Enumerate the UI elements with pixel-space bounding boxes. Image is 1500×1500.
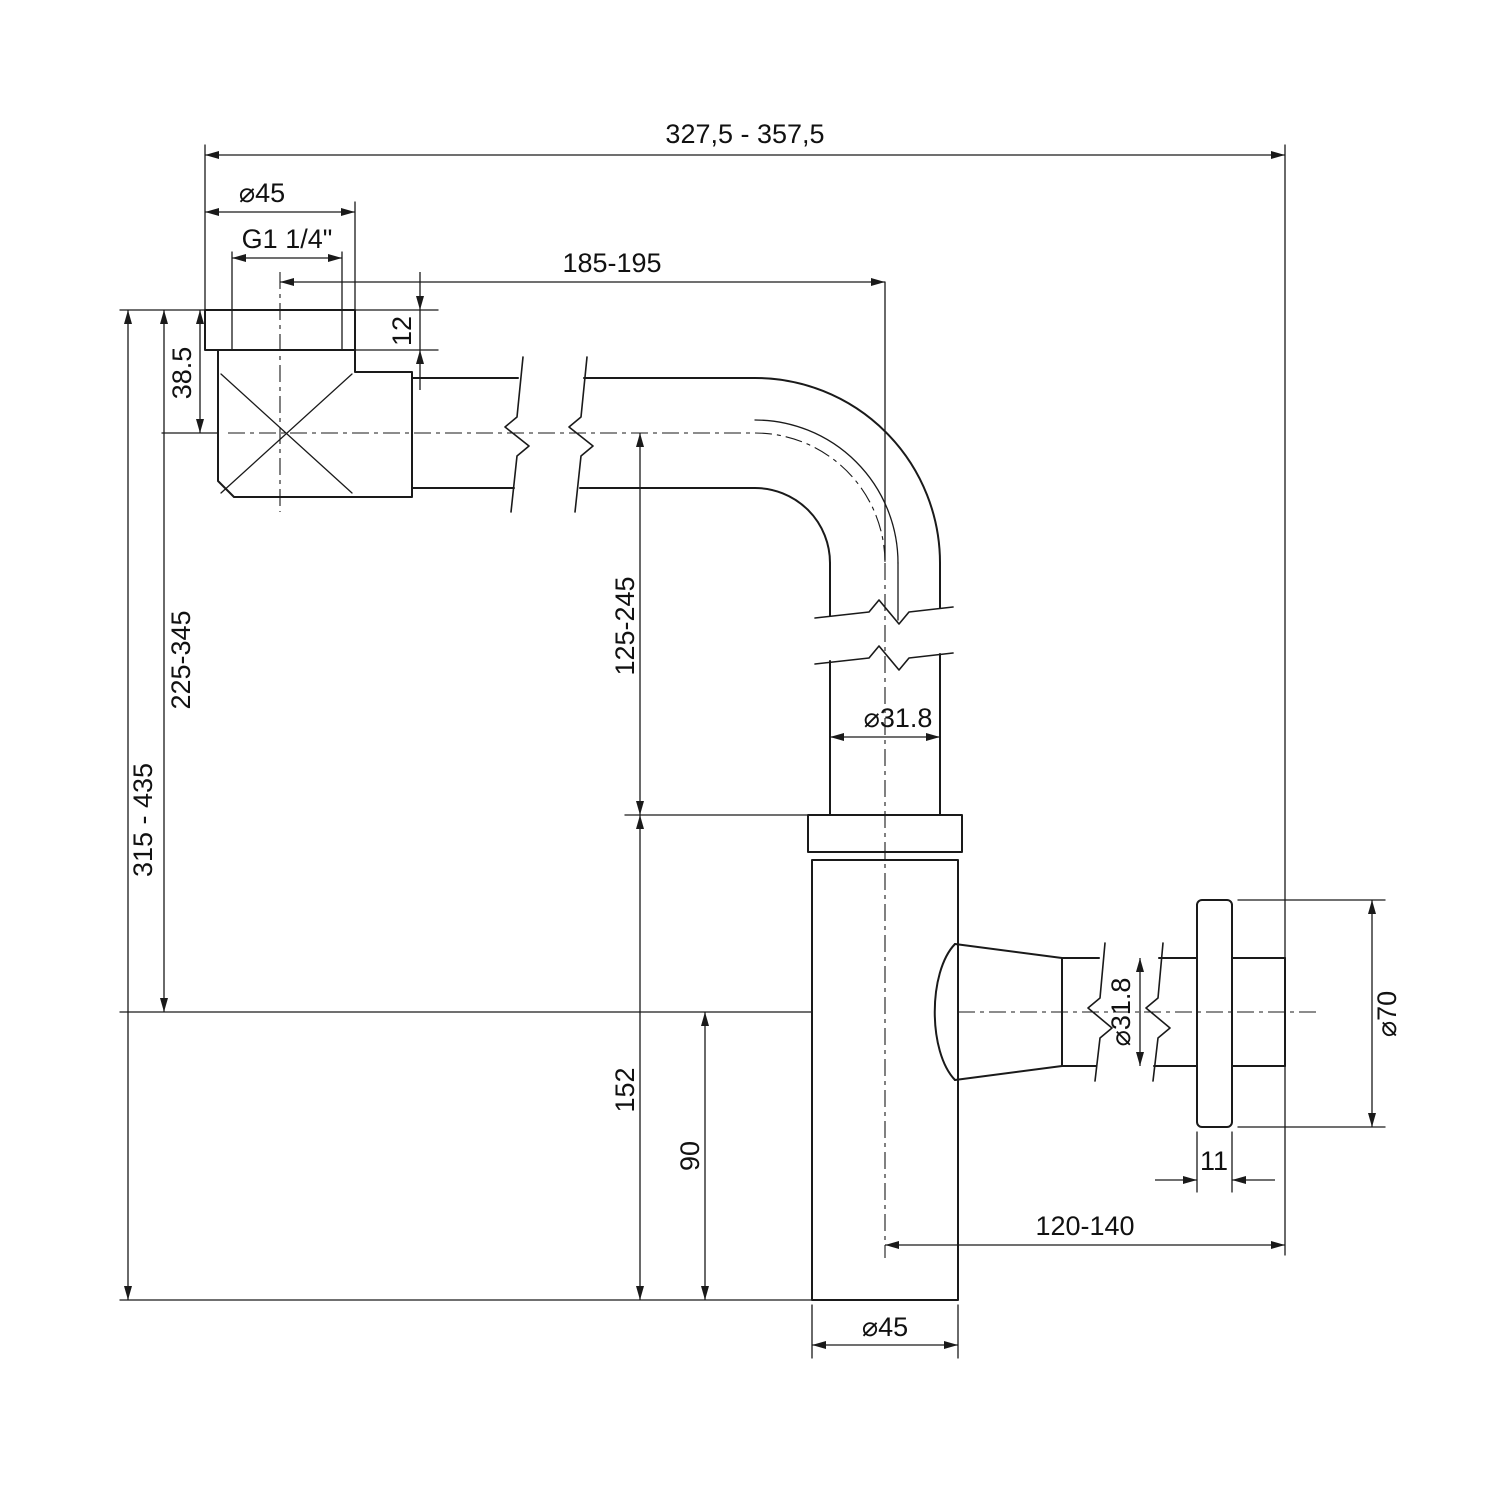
dim-total-width: 327,5 - 357,5 xyxy=(665,119,824,149)
dim-body-height: 152 xyxy=(610,1067,640,1112)
outlet-cone-bottom xyxy=(954,1065,1063,1081)
inlet-elbow-assembly xyxy=(204,251,413,498)
vpipe-break-line xyxy=(814,645,954,671)
dim-flange-height: 12 xyxy=(387,316,417,346)
dim-wall-flange-dia: ⌀70 xyxy=(1372,991,1402,1037)
outlet-cone-top xyxy=(954,943,1063,959)
dim-height-to-outlet-center: 225-345 xyxy=(166,610,196,709)
dim-body-dia: ⌀45 xyxy=(862,1312,908,1342)
vpipe-break-line xyxy=(814,599,954,625)
pipe-break-line xyxy=(568,356,594,513)
bend-inner-arc xyxy=(754,487,831,564)
dim-tube-length: 125-245 xyxy=(610,576,640,675)
wall-flange-disc xyxy=(1196,899,1233,1128)
elbow-body xyxy=(217,349,413,498)
outlet-break-line xyxy=(1087,942,1113,1082)
inner-tube-arc xyxy=(754,419,899,564)
dim-inlet-thread: G1 1/4" xyxy=(242,224,333,254)
dim-horizontal-offset: 185-195 xyxy=(562,248,661,278)
outlet-cone-bulge xyxy=(933,943,956,1081)
dim-outlet-center-height: 90 xyxy=(675,1141,705,1171)
elbow-cross-line xyxy=(220,373,353,494)
outlet-break-line xyxy=(1145,942,1171,1082)
bend-centerline xyxy=(754,432,886,564)
pipe-break-line xyxy=(504,356,530,513)
dim-outlet-tube-dia: ⌀31.8 xyxy=(1106,978,1136,1047)
dim-outlet-length: 120-140 xyxy=(1035,1211,1134,1241)
dim-wall-flange-thickness: 11 xyxy=(1200,1146,1228,1176)
bend-outer-arc xyxy=(754,377,941,564)
dim-total-height: 315 - 435 xyxy=(128,763,158,877)
connecting-pipe xyxy=(411,356,954,816)
dim-inlet-flange-dia: ⌀45 xyxy=(239,178,285,208)
dim-inlet-depth: 38.5 xyxy=(167,347,197,400)
dim-tube-dia: ⌀31.8 xyxy=(864,703,933,733)
wall-flange xyxy=(1196,899,1233,1128)
dimension-annotations: 327,5 - 357,5 ⌀45 G1 1/4" 185-195 12 38.… xyxy=(119,119,1402,1359)
